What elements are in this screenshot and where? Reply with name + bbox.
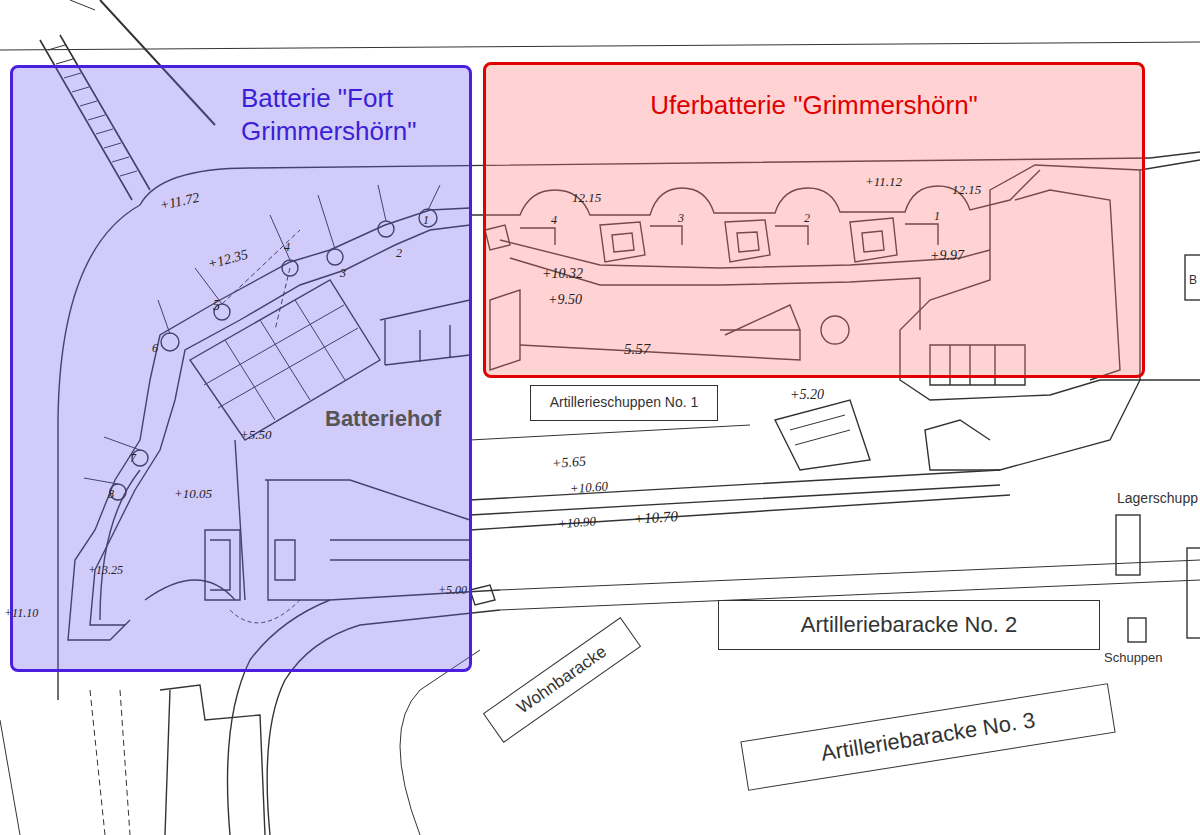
- gun-number: 3: [340, 266, 346, 280]
- label-slot: +11.10: [4, 603, 38, 621]
- gun-number: 2: [804, 211, 810, 225]
- gun-number: 1: [423, 213, 429, 227]
- label-slot: 7: [130, 448, 136, 466]
- elevation: +5.50: [240, 427, 272, 442]
- elevation: +11.12: [865, 174, 902, 189]
- elevation: +11.10: [4, 606, 38, 620]
- label-slot: Schuppen: [1104, 648, 1163, 666]
- label-slot: +5.20: [790, 385, 824, 403]
- building-box: Artillerieschuppen No. 1: [530, 385, 718, 421]
- label-slot: 4: [551, 210, 557, 228]
- elevation: 5.57: [624, 341, 650, 357]
- label-slot: 5.57: [624, 340, 650, 358]
- label-slot: 1: [934, 206, 940, 224]
- label-slot: +11.12: [865, 172, 902, 190]
- gun-number: 6: [152, 341, 158, 355]
- gun-number: 4: [284, 240, 290, 254]
- label-slot: 5: [213, 296, 220, 314]
- gun-number: 8: [108, 487, 114, 501]
- building-box: Artilleriebaracke No. 3: [740, 683, 1115, 791]
- label-slot: 3: [678, 208, 684, 226]
- elevation: +5.20: [790, 387, 824, 402]
- label-slot: 12.15: [572, 188, 601, 206]
- building-box: Artilleriebaracke No. 2: [718, 600, 1100, 650]
- node-label: Artilleriebaracke No. 3: [819, 706, 1037, 767]
- gun-number: 4: [551, 213, 557, 227]
- battery-region: Batterie "Fort Grimmershörn": [10, 65, 472, 672]
- label-slot: 1: [423, 210, 429, 228]
- label-slot: +9.50: [548, 290, 582, 308]
- node-label: Uferbatterie "Grimmershörn": [496, 89, 1132, 122]
- elevation: +10.70: [633, 508, 678, 527]
- label-slot: +5.00: [438, 580, 467, 598]
- label-slot: 8: [108, 484, 114, 502]
- battery-region: Uferbatterie "Grimmershörn": [483, 62, 1145, 378]
- node-label: Batterie "Fort Grimmershörn": [241, 82, 476, 147]
- label-slot: 4: [284, 237, 290, 255]
- building-name: Lagerschupp: [1117, 490, 1198, 506]
- label-slot: +5.65: [551, 452, 586, 472]
- elevation: +10.60: [570, 478, 609, 496]
- elevation: 12.15: [952, 182, 981, 197]
- label-slot: 2: [804, 208, 810, 226]
- label-slot: +10.60: [569, 476, 608, 497]
- elevation: +10.05: [174, 486, 212, 501]
- elevation: +10.90: [558, 513, 597, 531]
- elevation: +13.25: [88, 563, 123, 577]
- elevation: +10.32: [542, 266, 583, 281]
- label-slot: Lagerschupp: [1117, 489, 1198, 507]
- gun-number: 3: [678, 211, 684, 225]
- building-name: Schuppen: [1104, 650, 1163, 665]
- label-slot: B: [1189, 270, 1197, 288]
- gun-number: 7: [130, 451, 136, 465]
- label-slot: +10.32: [542, 264, 583, 282]
- label-slot: +5.50: [240, 425, 272, 443]
- label-slot: +10.90: [557, 511, 596, 532]
- label-slot: +9.97: [930, 246, 964, 264]
- elevation: +5.00: [438, 583, 467, 597]
- gun-number: 1: [934, 209, 940, 223]
- area-name: Batteriehof: [325, 406, 441, 431]
- elevation: +9.50: [548, 292, 582, 307]
- label-slot: Batteriehof: [325, 406, 441, 432]
- label-slot: 6: [152, 338, 158, 356]
- label-slot: 12.15: [952, 180, 981, 198]
- node-label: Artillerieschuppen No. 1: [550, 394, 699, 412]
- gun-number: 2: [396, 246, 402, 260]
- elevation: 12.15: [572, 190, 601, 205]
- building-name: B: [1189, 273, 1197, 287]
- node-label: Wohnbaracke: [513, 641, 611, 718]
- gun-number: 5: [213, 298, 220, 313]
- building-box: Wohnbaracke: [483, 617, 641, 743]
- label-slot: 2: [396, 243, 402, 261]
- label-slot: 3: [340, 263, 346, 281]
- label-slot: +10.70: [633, 507, 678, 528]
- node-label: Artilleriebaracke No. 2: [801, 611, 1017, 639]
- label-slot: +13.25: [88, 560, 123, 578]
- label-slot: +10.05: [174, 484, 212, 502]
- elevation: +5.65: [552, 454, 587, 471]
- elevation: +9.97: [930, 248, 964, 263]
